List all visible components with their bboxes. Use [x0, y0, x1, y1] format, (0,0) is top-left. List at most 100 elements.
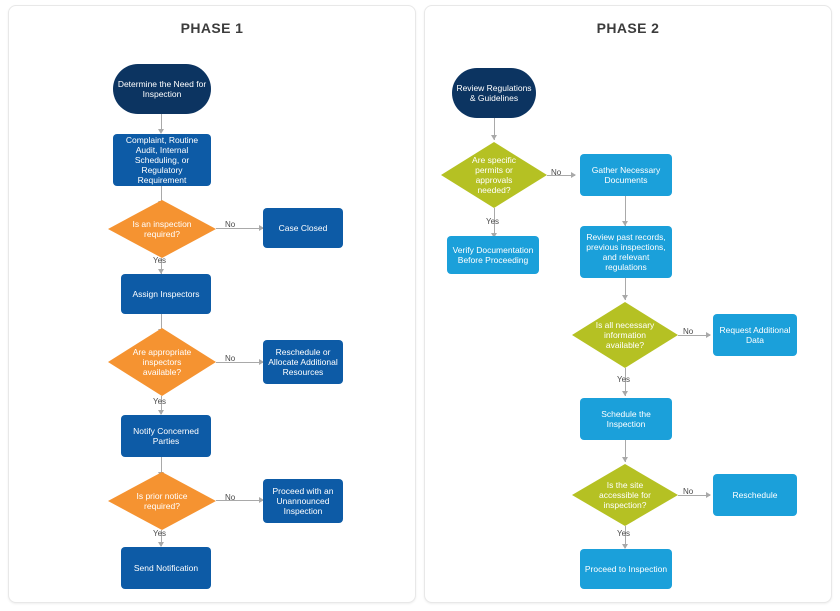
connector-d2-n5	[216, 362, 263, 363]
node-label: Schedule the Inspection	[601, 408, 651, 429]
decision-is-site-accessible[interactable]: Is the site accessible for inspection?	[572, 464, 678, 526]
phase-2-title: PHASE 2	[596, 20, 660, 36]
node-proceed-to-inspection[interactable]: Proceed to Inspection	[580, 549, 672, 589]
edge-label-d2-no: No	[683, 327, 694, 336]
decision-are-permits-needed[interactable]: Are specific permits or approvals needed…	[441, 142, 547, 208]
arrowhead-n1-d1	[491, 135, 497, 140]
edge-label-d3-no: No	[225, 493, 236, 502]
node-label: Reschedule or Allocate Additional Resour…	[268, 346, 338, 377]
edge-label-d2-yes: Yes	[617, 375, 631, 384]
node-label: Proceed to Inspection	[584, 563, 668, 574]
node-label: Assign Inspectors	[132, 288, 200, 299]
connector-d1-n3	[494, 208, 495, 238]
node-send-notification[interactable]: Send Notification	[121, 547, 211, 589]
edge-label-d3-no: No	[683, 487, 694, 496]
diamond-shape-icon	[108, 472, 216, 530]
node-label: Proceed with an Unannounced Inspection	[272, 485, 334, 516]
diamond-shape-icon	[108, 200, 216, 258]
decision-label: Are specific permits or approvals needed…	[472, 154, 516, 196]
node-review-regulations-guidelines[interactable]: Review Regulations & Guidelines	[452, 68, 536, 118]
decision-label: Is an inspection required?	[132, 218, 192, 239]
arrowhead-d3-n8	[158, 542, 164, 547]
node-review-past-records[interactable]: Review past records, previous inspection…	[580, 226, 672, 278]
connector-n1-d1	[494, 118, 495, 140]
connector-d1-n4	[161, 258, 162, 274]
node-request-additional-data[interactable]: Request Additional Data	[713, 314, 797, 356]
node-verify-documentation[interactable]: Verify Documentation Before Proceeding	[447, 236, 539, 274]
arrowhead-d1-n4	[158, 269, 164, 274]
node-schedule-the-inspection[interactable]: Schedule the Inspection	[580, 398, 672, 440]
edge-label-d1-no: No	[551, 168, 562, 177]
arrowhead-d2-n5	[706, 332, 711, 338]
node-label: Request Additional Data	[719, 324, 791, 345]
node-label: Review past records, previous inspection…	[586, 231, 666, 273]
connector-d2-n6	[625, 368, 626, 396]
connector-d3-n8	[161, 530, 162, 546]
arrowhead-n4-d2	[622, 295, 628, 300]
diamond-shape-icon	[572, 464, 678, 526]
diamond-shape-icon	[572, 302, 678, 368]
edge-label-d1-yes: Yes	[486, 217, 500, 226]
arrowhead-d3-n7	[706, 492, 711, 498]
connector-n1-n2	[161, 114, 162, 130]
arrowhead-d3-n7	[259, 497, 264, 503]
arrowhead-d2-n6	[622, 391, 628, 396]
node-label: Gather Necessary Documents	[591, 164, 661, 185]
edge-label-d3-yes: Yes	[617, 529, 631, 538]
decision-is-inspection-required[interactable]: Is an inspection required?	[108, 200, 216, 258]
edge-label-d1-no: No	[225, 220, 236, 229]
decision-label: Is prior notice required?	[136, 490, 188, 511]
decision-label: Is the site accessible for inspection?	[599, 479, 651, 510]
node-complaint-routine-audit[interactable]: Complaint, Routine Audit, Internal Sched…	[113, 134, 211, 186]
diamond-shape-icon	[108, 328, 216, 396]
node-gather-necessary-documents[interactable]: Gather Necessary Documents	[580, 154, 672, 196]
connector-n2-d1	[161, 186, 162, 202]
phase-1-title: PHASE 1	[180, 20, 244, 36]
phase-1-panel: PHASE 1 Determine the Need for Inspectio…	[8, 5, 416, 603]
connector-d1-n2	[547, 175, 575, 176]
arrowhead-d1-n3	[491, 233, 497, 238]
node-determine-need-for-inspection[interactable]: Determine the Need for Inspection	[113, 64, 211, 114]
node-case-closed[interactable]: Case Closed	[263, 208, 343, 248]
connector-d2-n5	[678, 335, 710, 336]
connector-d3-n7	[216, 500, 263, 501]
decision-are-inspectors-available[interactable]: Are appropriate inspectors available?	[108, 328, 216, 396]
node-label: Notify Concerned Parties	[133, 425, 199, 446]
diamond-shape-icon	[441, 142, 547, 208]
decision-is-information-available[interactable]: Is all necessary information available?	[572, 302, 678, 368]
connector-d3-n8	[625, 526, 626, 548]
arrowhead-d1-n3	[259, 225, 264, 231]
edge-label-d2-yes: Yes	[153, 397, 167, 406]
arrowhead-n6-d3	[622, 457, 628, 462]
node-label: Determine the Need for Inspection	[117, 78, 207, 99]
arrowhead-d2-n6	[158, 410, 164, 415]
arrowhead-n1-n2	[158, 129, 164, 134]
decision-is-prior-notice-required[interactable]: Is prior notice required?	[108, 472, 216, 530]
edge-label-d1-yes: Yes	[153, 256, 167, 265]
node-reschedule-or-allocate[interactable]: Reschedule or Allocate Additional Resour…	[263, 340, 343, 384]
phase-2-panel: PHASE 2 Review Regulations & Guidelines …	[424, 5, 832, 603]
connector-d2-n6	[161, 396, 162, 414]
arrowhead-d2-n5	[259, 359, 264, 365]
node-proceed-unannounced-inspection[interactable]: Proceed with an Unannounced Inspection	[263, 479, 343, 523]
node-assign-inspectors[interactable]: Assign Inspectors	[121, 274, 211, 314]
connector-n4-d2	[625, 278, 626, 300]
connector-d3-n7	[678, 495, 710, 496]
arrowhead-n2-n4	[622, 221, 628, 226]
connector-n6-d3	[161, 457, 162, 473]
arrowhead-d1-n2	[571, 172, 576, 178]
node-label: Case Closed	[278, 222, 328, 233]
decision-label: Are appropriate inspectors available?	[132, 346, 192, 377]
node-notify-concerned-parties[interactable]: Notify Concerned Parties	[121, 415, 211, 457]
edge-label-d3-yes: Yes	[153, 529, 167, 538]
node-label: Reschedule	[732, 489, 778, 500]
connector-n6-d3	[625, 440, 626, 462]
node-reschedule[interactable]: Reschedule	[713, 474, 797, 516]
node-label: Review Regulations & Guidelines	[456, 82, 532, 103]
arrowhead-d3-n8	[622, 544, 628, 549]
node-label: Complaint, Routine Audit, Internal Sched…	[125, 134, 199, 186]
node-label: Verify Documentation Before Proceeding	[452, 244, 534, 265]
node-label: Send Notification	[133, 562, 199, 573]
connector-n2-n4	[625, 196, 626, 226]
